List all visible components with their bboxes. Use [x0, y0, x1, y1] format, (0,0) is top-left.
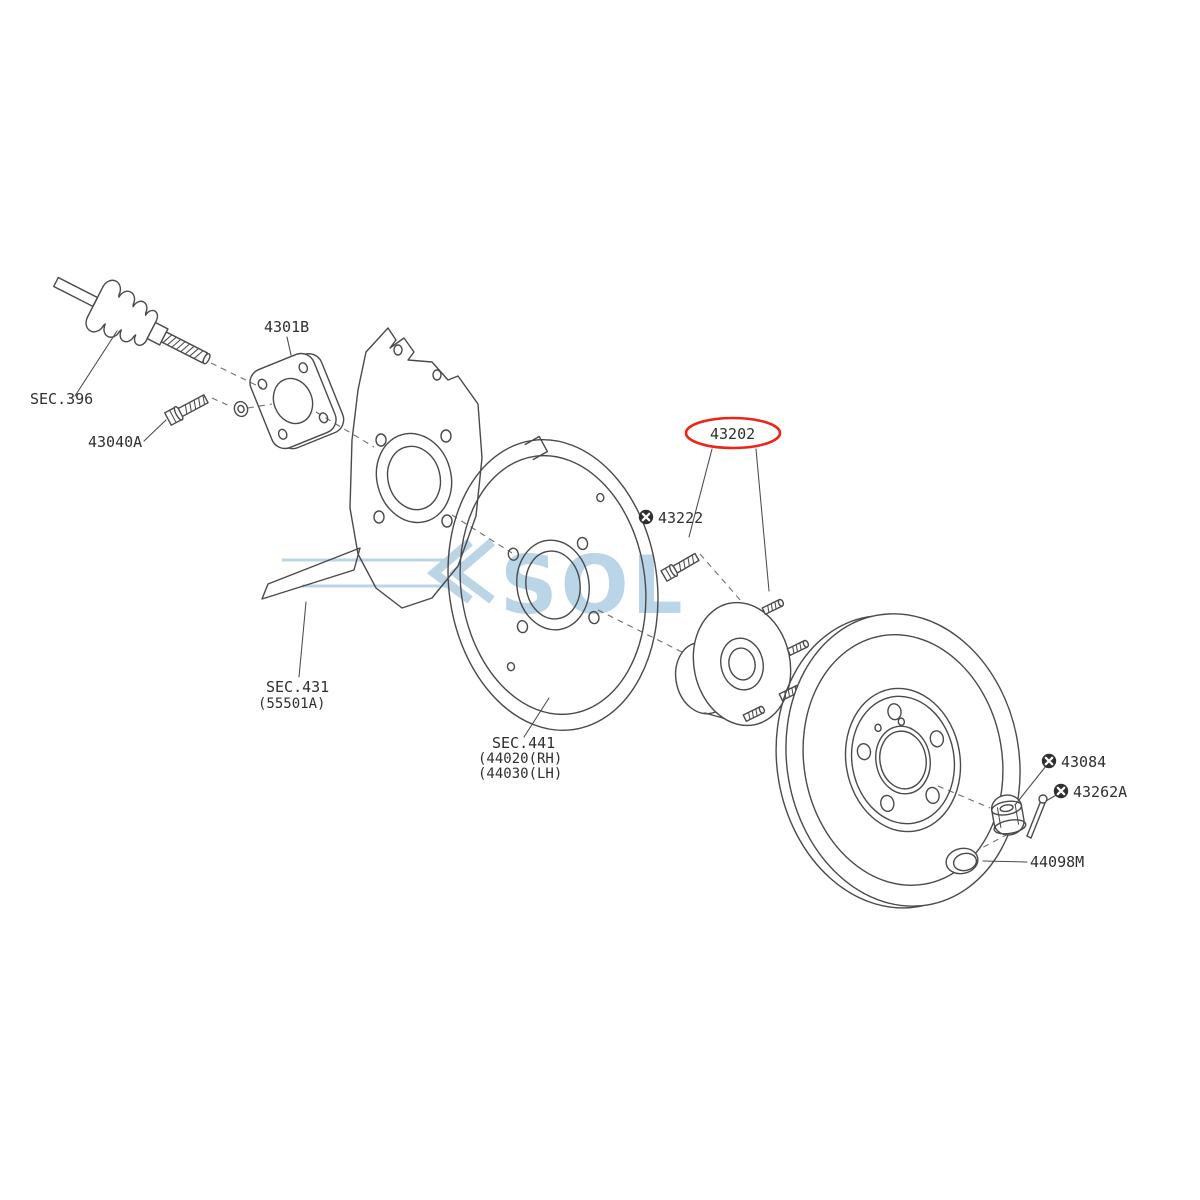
label-sec441-lh: (44030(LH) [478, 766, 562, 782]
label-43040A: 43040A [88, 433, 142, 451]
hub-nut-drawing [990, 794, 1027, 836]
label-43222: 43222 [658, 509, 703, 527]
watermark-logo: SOL [282, 538, 686, 632]
label-sec431: SEC.431 [266, 678, 329, 696]
companion-flange-drawing [249, 352, 345, 450]
non-reusable-icon-43262A [1053, 783, 1069, 799]
assembly-axis-dashed-lines-right [937, 785, 1009, 851]
non-reusable-icon-43084 [1041, 753, 1057, 769]
cv-axle-drawing [53, 276, 211, 365]
hub-bolt-drawing [660, 552, 700, 582]
grease-cap-drawing [945, 847, 979, 875]
cotter-pin-drawing [1026, 794, 1048, 839]
watermark-text: SOL [500, 539, 686, 632]
highlight-ellipse-43202 [684, 416, 782, 450]
label-43262A: 43262A [1073, 783, 1127, 801]
axle-housing-drawing [261, 327, 483, 609]
label-43202: 43202 [710, 425, 755, 443]
label-sec431-sub: (55501A) [258, 696, 325, 712]
non-reusable-icon-43222 [638, 509, 654, 525]
part-labels: SEC.396 43040A 4301B SEC.431 (55501A) SE… [30, 318, 1127, 871]
hub-bearing-drawing [674, 598, 810, 727]
backing-plate-drawing [447, 435, 659, 732]
axle-washer-drawing [233, 400, 249, 418]
label-sec396: SEC.396 [30, 390, 93, 408]
label-44098M: 44098M [1030, 853, 1084, 871]
label-sec441-rh: (44020(RH) [478, 751, 562, 767]
label-4301B: 4301B [264, 318, 309, 336]
label-43084: 43084 [1061, 753, 1106, 771]
label-sec441: SEC.441 [492, 734, 555, 752]
flange-bolt-drawing [164, 394, 209, 426]
brake-rotor-drawing [775, 613, 1021, 909]
